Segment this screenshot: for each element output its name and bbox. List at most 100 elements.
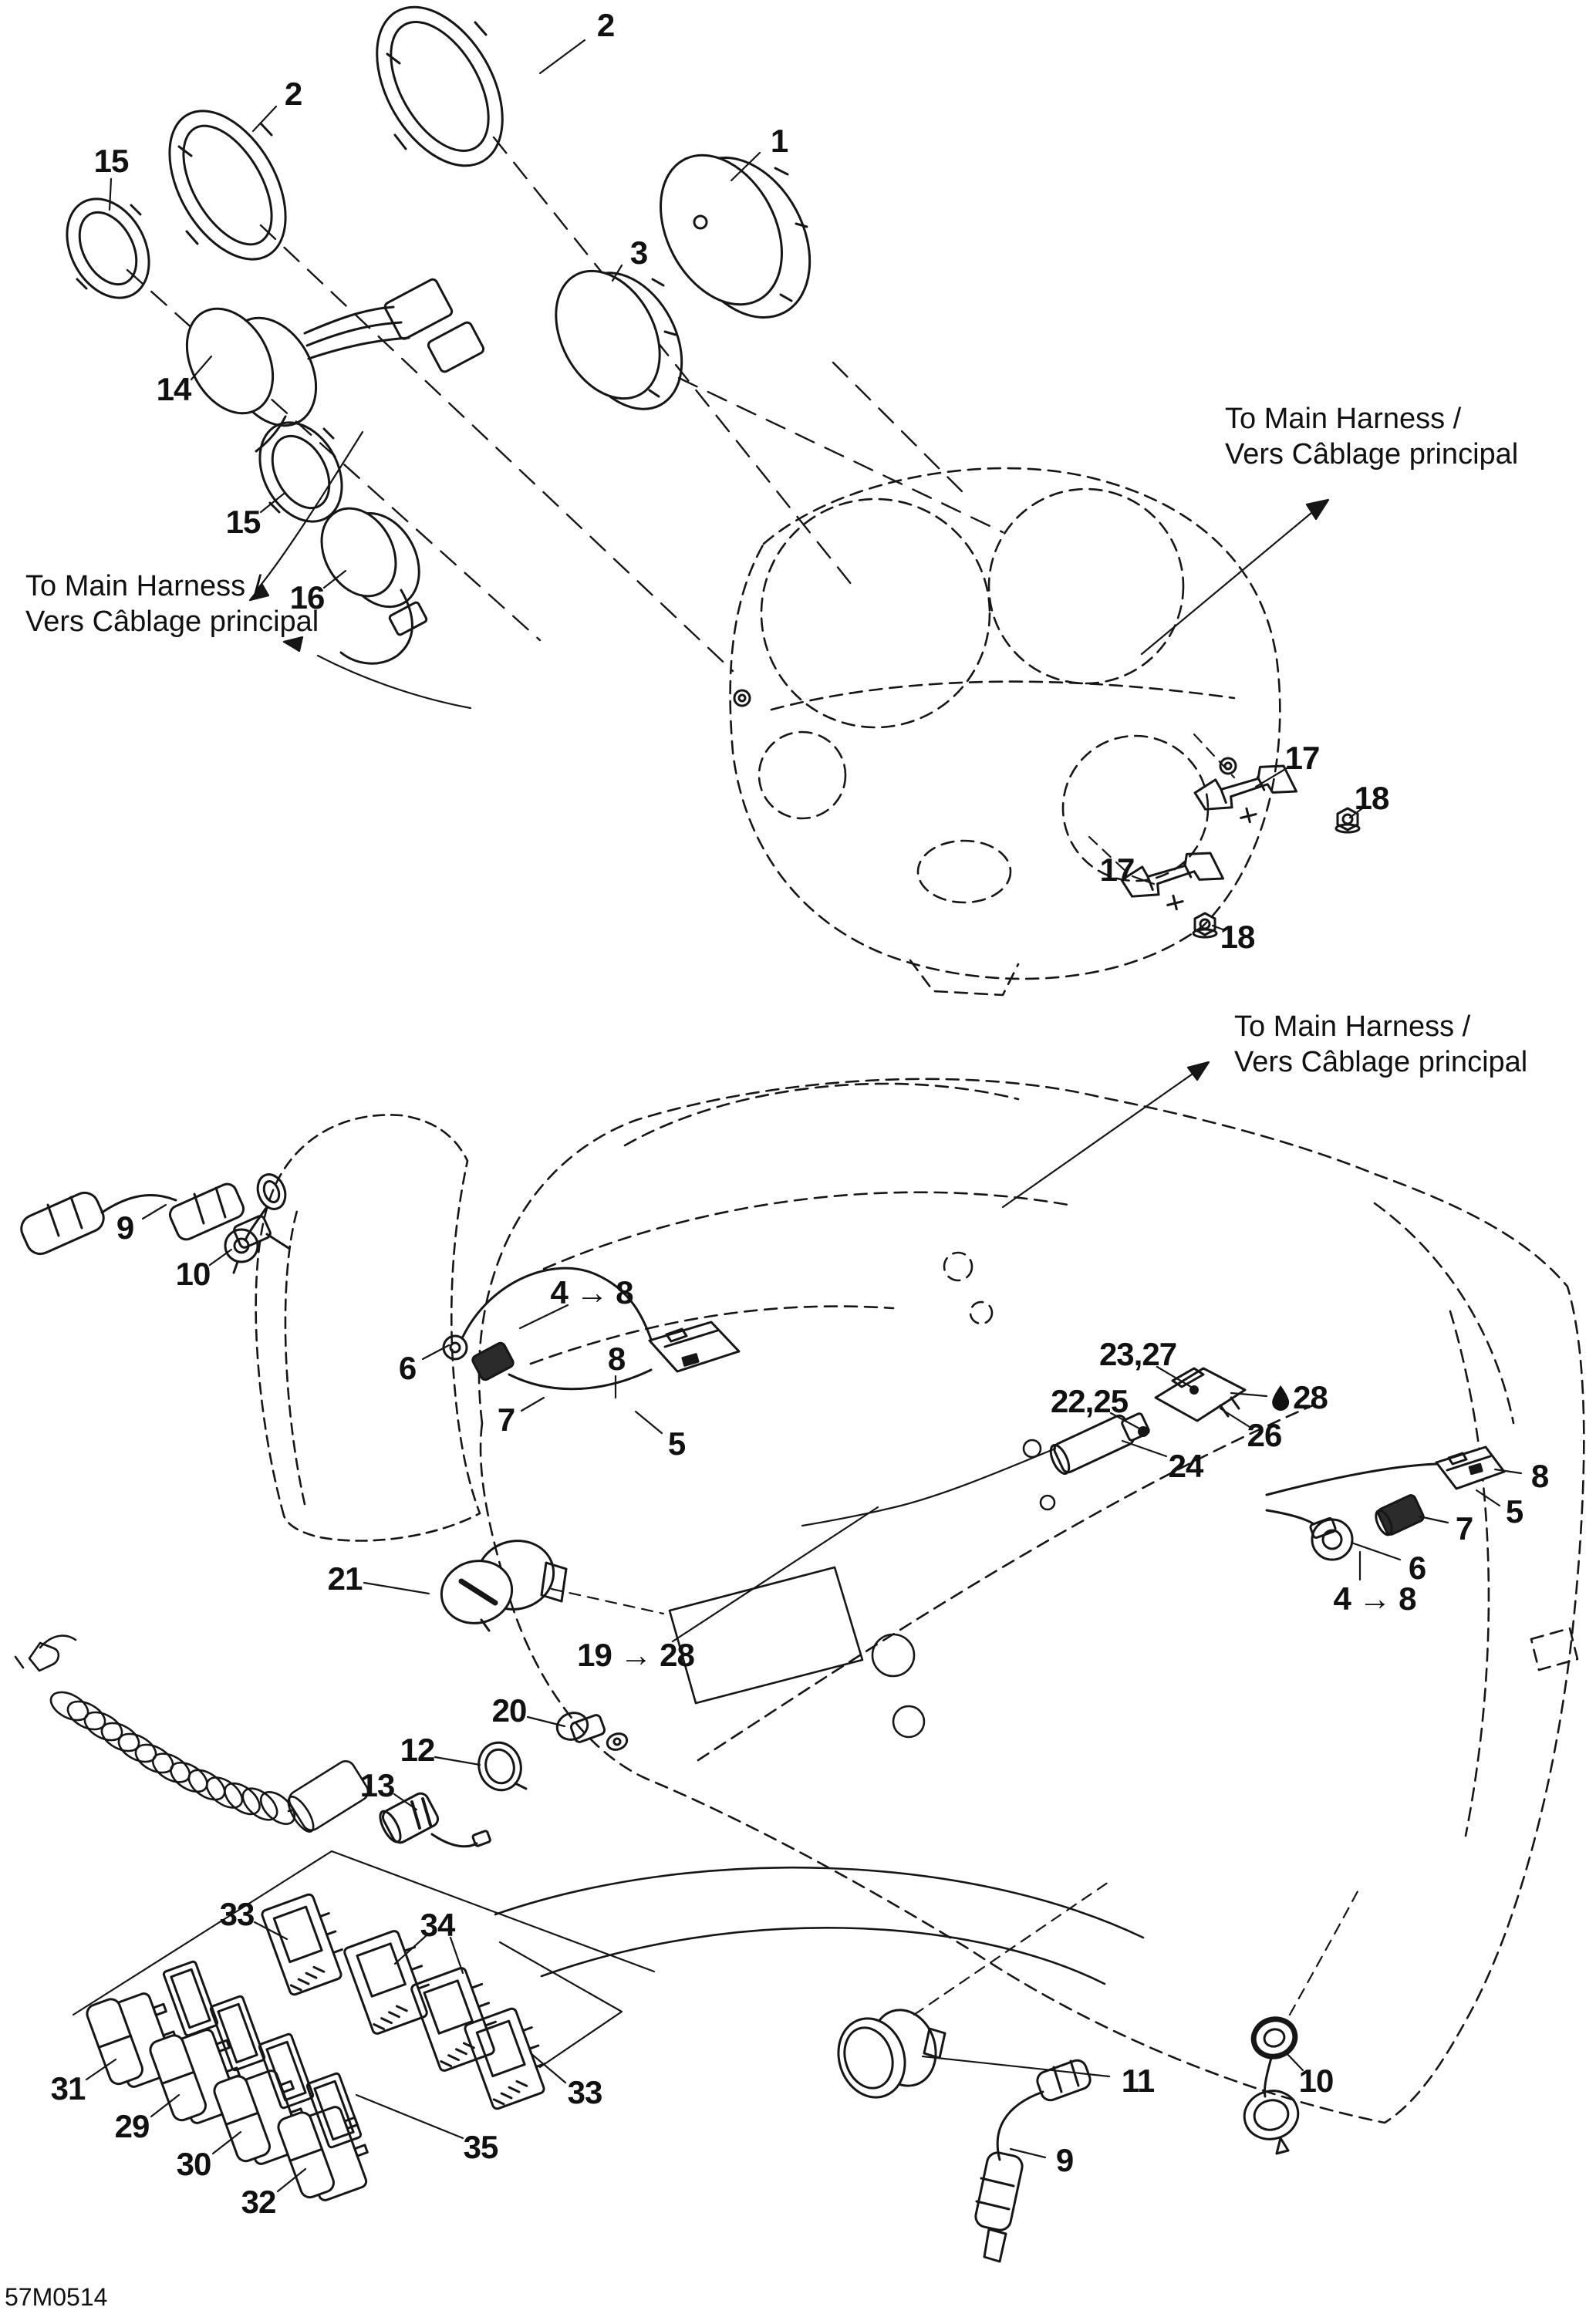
part-callout-35: 35	[463, 2129, 499, 2165]
bezel-ring-15a	[66, 197, 150, 299]
part-callout-15-a: 15	[93, 143, 130, 179]
console-details	[494, 1439, 1145, 1985]
connector-cap-10a	[224, 1173, 287, 1274]
harness-note-top-right: To Main Harness / Vers Câblage principal	[1225, 401, 1518, 472]
part-callout-5-left: 5	[667, 1425, 686, 1462]
part-callout-29: 29	[114, 2108, 150, 2144]
part-callout-2-a: 2	[596, 7, 615, 43]
windshield-outline	[255, 1114, 481, 1542]
part-callout-21: 21	[327, 1560, 363, 1597]
gauge-16-fuel	[320, 507, 428, 665]
ignition-dash-line	[550, 1587, 665, 1615]
part-callout-30: 30	[176, 2146, 212, 2182]
part-callout-7-right: 7	[1455, 1510, 1473, 1547]
bracket-dash-lines	[1088, 733, 1236, 875]
harness-arrow-left-lower	[282, 636, 472, 710]
harness-arrow-top-right	[1140, 498, 1330, 656]
rocker-switch-32	[277, 2106, 369, 2201]
bezel-ring-2b	[168, 110, 287, 261]
part-callout-15-b: 15	[225, 504, 262, 540]
console-outline	[477, 1078, 1585, 2124]
pod-mounting-screws	[733, 689, 1237, 775]
part-callout-16: 16	[289, 579, 326, 616]
part-callout-1: 1	[770, 123, 788, 159]
cap-13	[379, 1792, 491, 1848]
harness-assembly-4-8-right	[1265, 1445, 1506, 1561]
switch-housing-33-right	[464, 2007, 546, 2110]
part-callout-13: 13	[359, 1767, 396, 1803]
part-callout-10-b: 10	[1298, 2063, 1334, 2099]
rocker-switch-31	[86, 1992, 177, 2088]
part-callout-17-b: 17	[1099, 852, 1135, 888]
tether-cord-coil	[14, 1634, 369, 1833]
switch-housing-33-left	[261, 1893, 343, 1996]
part-callout-2-b: 2	[284, 76, 302, 112]
harness-note-left: To Main Harness / Vers Câblage principal	[25, 568, 319, 639]
part-callout-12: 12	[400, 1732, 436, 1768]
harness-note-line: Vers Câblage principal	[25, 605, 319, 638]
nut-18b	[1192, 912, 1218, 939]
switch-housing-34a	[343, 1930, 430, 2035]
harness-note-line: To Main Harness /	[25, 570, 262, 602]
ring-nut-12	[477, 1741, 528, 1792]
bezel-ring-2a	[376, 5, 504, 167]
part-callout-9-a: 9	[116, 1209, 134, 1246]
accessory-socket-11	[837, 2009, 946, 2099]
part-callout-31: 31	[50, 2070, 86, 2107]
callout-leader-lines	[85, 39, 1523, 2193]
part-callout-5-right: 5	[1505, 1493, 1523, 1530]
part-callout-34: 34	[420, 1907, 456, 1943]
part-callout-8-left: 8	[607, 1341, 626, 1377]
harness-arrow-left-upper	[248, 430, 364, 602]
part-callout-4-8-left: 4 → 8	[550, 1274, 633, 1310]
part-callout-7-left: 7	[497, 1402, 515, 1438]
harness-note-bottom: To Main Harness / Vers Câblage principal	[1234, 1009, 1527, 1080]
ignition-switch-21	[440, 1540, 568, 1632]
socket-dash-line	[913, 1879, 1359, 2016]
part-callout-33-left: 33	[219, 1896, 255, 1932]
part-callout-33-right: 33	[567, 2074, 603, 2110]
diagram-code: 57M0514	[5, 2283, 108, 2311]
harness-note-line: To Main Harness /	[1234, 1010, 1471, 1043]
harness-note-line: To Main Harness /	[1225, 403, 1462, 435]
part-callout-20: 20	[491, 1692, 528, 1729]
part-callout-9-b: 9	[1055, 2142, 1074, 2178]
cluster-bracket-lines	[72, 1850, 656, 2069]
part-callout-23-27: 23,27	[1098, 1336, 1177, 1372]
grease-droplet-icon	[1270, 1385, 1291, 1411]
part-callout-4-8-right: 4 → 8	[1333, 1580, 1416, 1617]
gauge-3-tachometer	[555, 269, 683, 410]
switch-20	[555, 1712, 629, 1751]
part-callout-18-a: 18	[1354, 780, 1390, 816]
harness-note-line: Vers Câblage principal	[1225, 438, 1519, 471]
part-callout-6-left: 6	[398, 1350, 417, 1386]
part-callout-11: 11	[1121, 2063, 1155, 2099]
harness-assembly-4-8-left	[442, 1267, 741, 1391]
part-callout-22-25: 22,25	[1050, 1383, 1129, 1419]
harness-arrow-bottom	[1001, 1061, 1210, 1209]
harness-note-line: Vers Câblage principal	[1234, 1046, 1528, 1078]
dess-cable-9b	[974, 2059, 1092, 2263]
bracket-17a	[1193, 764, 1297, 824]
part-callout-19-28: 19 → 28	[577, 1637, 695, 1673]
switch-gasket-frames	[162, 1960, 363, 2149]
part-callout-8-right: 8	[1530, 1458, 1549, 1494]
part-callout-17-a: 17	[1284, 740, 1321, 776]
gauge-1-speedometer	[660, 153, 811, 319]
part-callout-6-right: 6	[1408, 1550, 1426, 1586]
part-callout-10-a: 10	[175, 1256, 211, 1292]
gauge-14-with-harness	[185, 278, 485, 453]
part-callout-24: 24	[1168, 1448, 1204, 1484]
bracket-17b	[1120, 852, 1224, 911]
harness-assembly-22-28	[801, 1367, 1247, 1527]
connector-cap-10b	[1243, 2016, 1300, 2155]
switch-housing-34b	[410, 1967, 497, 2072]
part-callout-26: 26	[1247, 1417, 1283, 1453]
nut-18a	[1334, 807, 1361, 834]
part-callout-28: 28	[1270, 1379, 1328, 1416]
part-callout-3: 3	[629, 234, 648, 271]
part-callout-14: 14	[156, 371, 192, 407]
part-callout-32: 32	[241, 2184, 277, 2220]
